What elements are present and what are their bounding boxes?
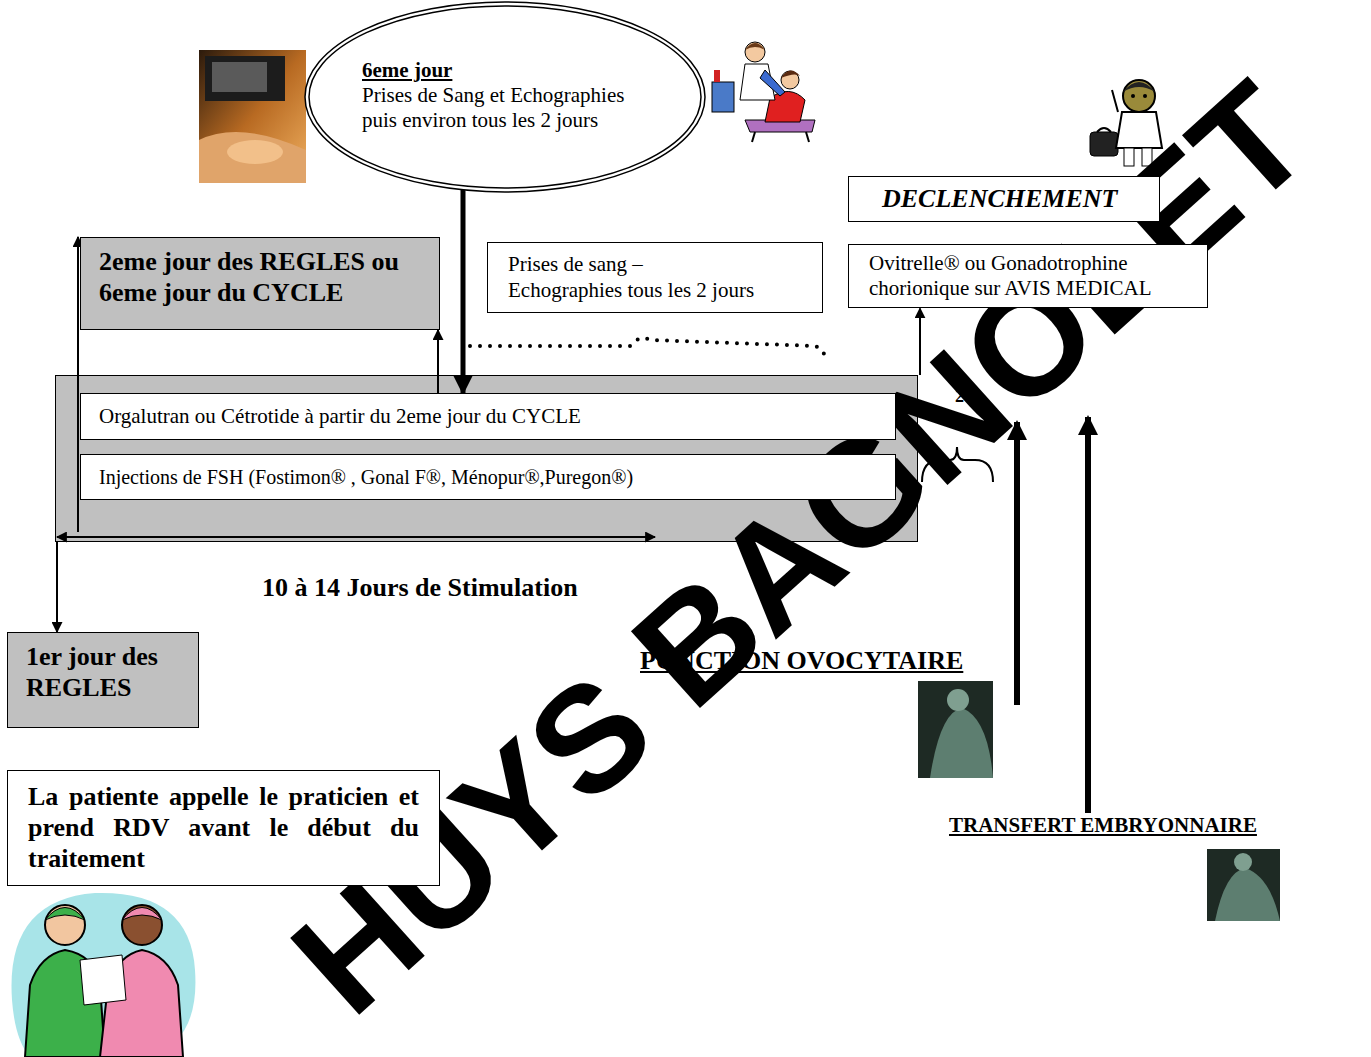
node-text: Orgalutran ou Cétrotide à partir du 2eme… <box>99 404 877 429</box>
operating-photo <box>918 681 993 778</box>
blood-test-clipart <box>781 71 799 89</box>
operating-photo <box>930 708 993 778</box>
doctor-clipart <box>1123 80 1155 112</box>
medical-team-clipart <box>11 893 195 1057</box>
watermark: HUYS BAGNOLET <box>267 57 1334 1038</box>
node-text: Prises de sang – Echographies tous les 2… <box>508 252 758 302</box>
doctor-clipart <box>1090 132 1118 156</box>
node-text: Prises de Sang et Echographies puis envi… <box>362 83 652 133</box>
step-box: 1er jour des REGLES <box>7 632 199 728</box>
blood-test-clipart <box>752 132 755 142</box>
event-ellipse: 6eme jourPrises de Sang et Echographies … <box>303 0 707 194</box>
annotation-lines <box>57 536 655 538</box>
doctor-clipart <box>1097 128 1111 132</box>
medical-team-clipart <box>11 893 195 1057</box>
medical-team-clipart <box>122 908 162 921</box>
stimulation-band: Orgalutran ou Cétrotide à partir du 2eme… <box>55 375 918 542</box>
flow-arrow <box>461 189 466 393</box>
annotation-lines <box>1085 417 1091 828</box>
operating-photo <box>947 689 969 711</box>
node-text: 2eme jour des REGLES ou 6eme jour du CYC… <box>99 246 421 308</box>
treatment-box: Injections de FSH (Fostimon® , Gonal F®,… <box>80 454 896 500</box>
node-text: 6eme jour <box>362 58 652 83</box>
doctor-clipart <box>1143 94 1147 98</box>
blood-test-clipart <box>745 43 765 50</box>
ultrasound-photo <box>199 50 306 183</box>
node-text: DECLENCHEMENT <box>882 184 1149 214</box>
ultrasound-photo <box>212 62 267 92</box>
doctor-clipart <box>1131 94 1135 98</box>
operating-photo <box>1234 853 1252 871</box>
step-label: TRANSFERT EMBRYONNAIRE <box>947 813 1259 838</box>
doctor-clipart <box>1112 90 1118 112</box>
note-box: Prises de sang – Echographies tous les 2… <box>487 242 823 313</box>
operating-photo <box>1215 868 1280 921</box>
flow-arrow <box>56 542 58 632</box>
blood-test-clipart <box>745 42 765 62</box>
treatment-box: Orgalutran ou Cétrotide à partir du 2eme… <box>80 393 896 440</box>
ellipse-outline <box>309 6 701 188</box>
flow-arrow <box>77 237 79 532</box>
note-box: La patiente appelle le praticien et pren… <box>7 770 440 886</box>
annotation-lines <box>470 338 825 356</box>
blood-test-clipart <box>806 132 809 142</box>
operating-photo <box>1207 849 1280 921</box>
ultrasound-photo <box>205 56 285 101</box>
step-box: 2eme jour des REGLES ou 6eme jour du CYC… <box>80 237 440 330</box>
node-text: Ovitrelle® ou Gonadotrophine chorionique… <box>869 251 1187 301</box>
ultrasound-photo <box>199 50 306 183</box>
operating-photo <box>918 681 993 778</box>
node-text: La patiente appelle le praticien et pren… <box>28 781 419 875</box>
medical-team-clipart <box>45 908 85 921</box>
dimension-label: 10 à 14 Jours de Stimulation <box>262 572 578 603</box>
flow-arrow <box>437 330 439 393</box>
ultrasound-photo <box>227 140 283 164</box>
note-box: Ovitrelle® ou Gonadotrophine chorionique… <box>848 244 1208 308</box>
heading-box: DECLENCHEMENT <box>848 176 1160 222</box>
node-text: 1er jour des REGLES <box>26 641 180 703</box>
ellipse-outline <box>305 2 705 192</box>
doctor-clipart <box>1123 82 1155 92</box>
blood-test-clipart <box>712 42 815 142</box>
node-text: Injections de FSH (Fostimon® , Gonal F®,… <box>99 466 877 489</box>
annotation-lines <box>1014 422 1020 705</box>
operating-photo <box>1207 849 1280 921</box>
medical-team-clipart <box>80 955 126 1005</box>
medical-team-clipart <box>122 905 162 945</box>
ultrasound-photo <box>199 132 306 183</box>
blood-test-clipart <box>712 82 734 112</box>
blood-test-clipart <box>781 70 800 78</box>
blood-test-clipart <box>760 70 785 96</box>
medical-team-clipart <box>45 905 85 945</box>
blood-test-clipart <box>714 70 720 82</box>
